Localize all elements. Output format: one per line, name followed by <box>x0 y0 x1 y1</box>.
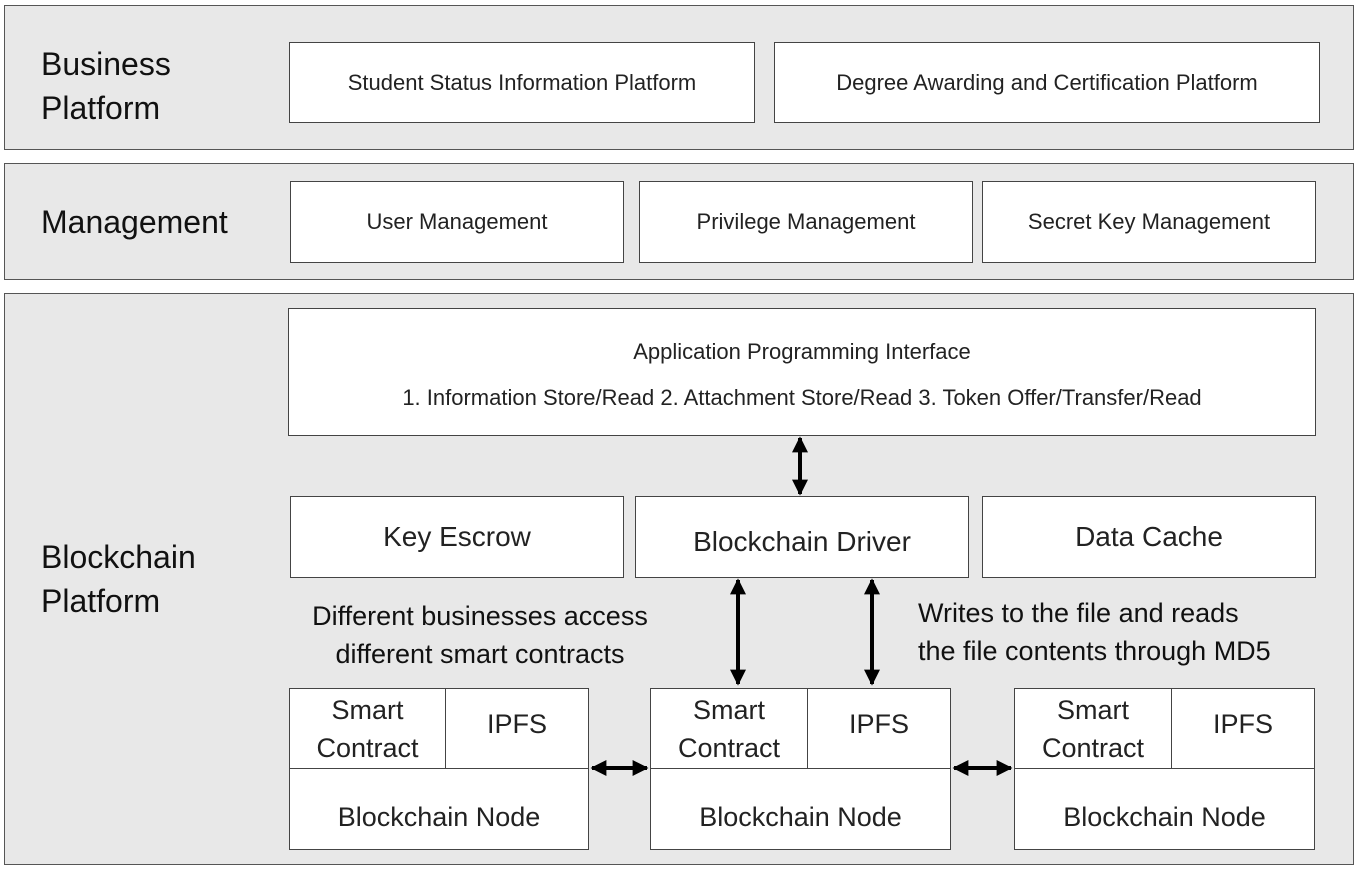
api-title: Application Programming Interface <box>633 339 971 364</box>
node2-ipfs-label: IPFS <box>848 708 909 739</box>
node1-smart-contract: Smart Contract <box>289 688 446 769</box>
business-title-line1: Business <box>41 46 171 82</box>
blockchain-driver-label: Blockchain Driver <box>693 526 911 557</box>
business-platform-title: Business Platform <box>41 42 171 130</box>
secret-key-management-label: Secret Key Management <box>1027 209 1271 234</box>
secret-key-management-box: Secret Key Management <box>982 181 1316 263</box>
node3-smart-line2: Contract <box>1041 732 1145 763</box>
blockchain-title-line1: Blockchain <box>41 539 196 575</box>
key-escrow-box: Key Escrow <box>290 496 624 578</box>
node3-ipfs-label: IPFS <box>1212 708 1273 739</box>
node2-smart-line1: Smart <box>692 694 765 725</box>
node1-node-label: Blockchain Node <box>337 802 541 832</box>
node1-ipfs-label: IPFS <box>486 708 547 739</box>
api-items: 1. Information Store/Read 2. Attachment … <box>402 385 1202 410</box>
student-status-platform-box: Student Status Information Platform <box>289 42 755 123</box>
student-status-label: Student Status Information Platform <box>347 69 697 95</box>
user-management-box: User Management <box>290 181 624 263</box>
data-cache-box: Data Cache <box>982 496 1316 578</box>
node3-node-label: Blockchain Node <box>1063 802 1266 832</box>
blockchain-title-line2: Platform <box>41 583 161 619</box>
note-left-line1: Different businesses access <box>312 601 648 631</box>
business-title-line2: Platform <box>41 90 161 126</box>
node3-blockchain-node: Blockchain Node <box>1014 768 1315 850</box>
note-right-line1: Writes to the file and reads <box>918 598 1239 628</box>
business-platform-layer: Business Platform Student Status Informa… <box>4 5 1354 150</box>
management-layer: Management User Management Privilege Man… <box>4 163 1354 280</box>
management-title: Management <box>41 204 228 240</box>
api-box: Application Programming Interface 1. Inf… <box>288 308 1316 436</box>
note-right-line2: the file contents through MD5 <box>918 636 1271 666</box>
node2-node-label: Blockchain Node <box>699 802 902 832</box>
node1-smart-line1: Smart <box>331 694 404 725</box>
node1-blockchain-node: Blockchain Node <box>289 768 589 850</box>
node3-smart-contract: Smart Contract <box>1014 688 1172 769</box>
degree-platform-box: Degree Awarding and Certification Platfo… <box>774 42 1320 123</box>
note-smart-contracts: Different businesses access different sm… <box>296 597 664 673</box>
node1-smart-line2: Contract <box>316 732 419 763</box>
blockchain-driver-box: Blockchain Driver <box>635 496 969 578</box>
blockchain-platform-title: Blockchain Platform <box>41 535 196 623</box>
note-md5: Writes to the file and reads the file co… <box>918 594 1318 670</box>
node3-smart-line1: Smart <box>1056 694 1129 725</box>
note-left-line2: different smart contracts <box>335 639 625 669</box>
degree-label: Degree Awarding and Certification Platfo… <box>836 69 1258 95</box>
privilege-management-label: Privilege Management <box>696 209 916 234</box>
node3-ipfs: IPFS <box>1171 688 1315 769</box>
data-cache-label: Data Cache <box>1075 521 1223 552</box>
node2-ipfs: IPFS <box>807 688 951 769</box>
user-management-label: User Management <box>366 209 548 234</box>
privilege-management-box: Privilege Management <box>639 181 973 263</box>
node2-blockchain-node: Blockchain Node <box>650 768 951 850</box>
node2-smart-line2: Contract <box>677 732 781 763</box>
key-escrow-label: Key Escrow <box>383 521 531 552</box>
